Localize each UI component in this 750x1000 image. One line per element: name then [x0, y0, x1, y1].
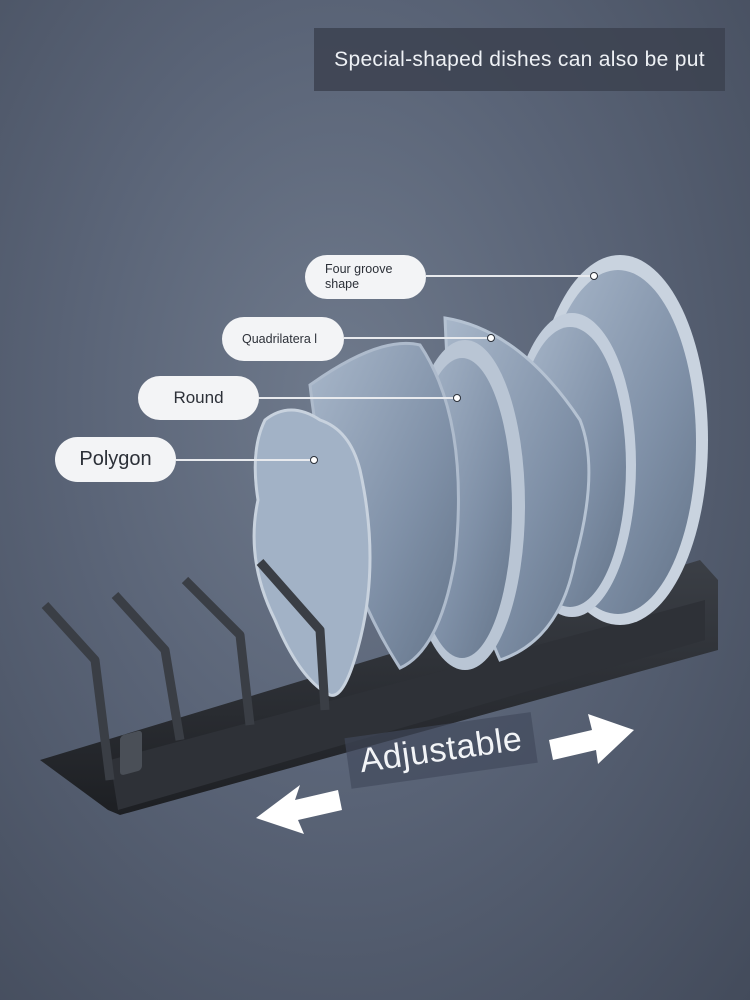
banner-text: Special-shaped dishes can also be put [334, 47, 705, 71]
arrow-left-icon [256, 785, 342, 834]
callout-four-groove: Four groove shape [305, 255, 426, 299]
dot-four-groove [590, 272, 598, 280]
arrow-right-icon [549, 714, 634, 764]
dot-polygon [310, 456, 318, 464]
callout-four-groove-label: Four groove shape [325, 262, 393, 291]
top-banner: Special-shaped dishes can also be put [314, 28, 725, 91]
leader-round [259, 397, 455, 399]
callout-round-label: Round [173, 388, 224, 407]
callout-polygon: Polygon [55, 437, 176, 482]
callout-quadrilateral: Quadrilatera l [222, 317, 344, 361]
callout-round: Round [138, 376, 259, 420]
dot-round [453, 394, 461, 402]
leader-four-groove [426, 275, 594, 277]
leader-quadrilateral [344, 337, 490, 339]
callout-quadrilateral-label: Quadrilatera l [242, 331, 318, 346]
polygon-plate [252, 408, 372, 697]
callout-polygon-label: Polygon [79, 448, 152, 470]
leader-polygon [176, 459, 314, 461]
dot-quadrilateral [487, 334, 495, 342]
rack-dividers [41, 559, 330, 781]
